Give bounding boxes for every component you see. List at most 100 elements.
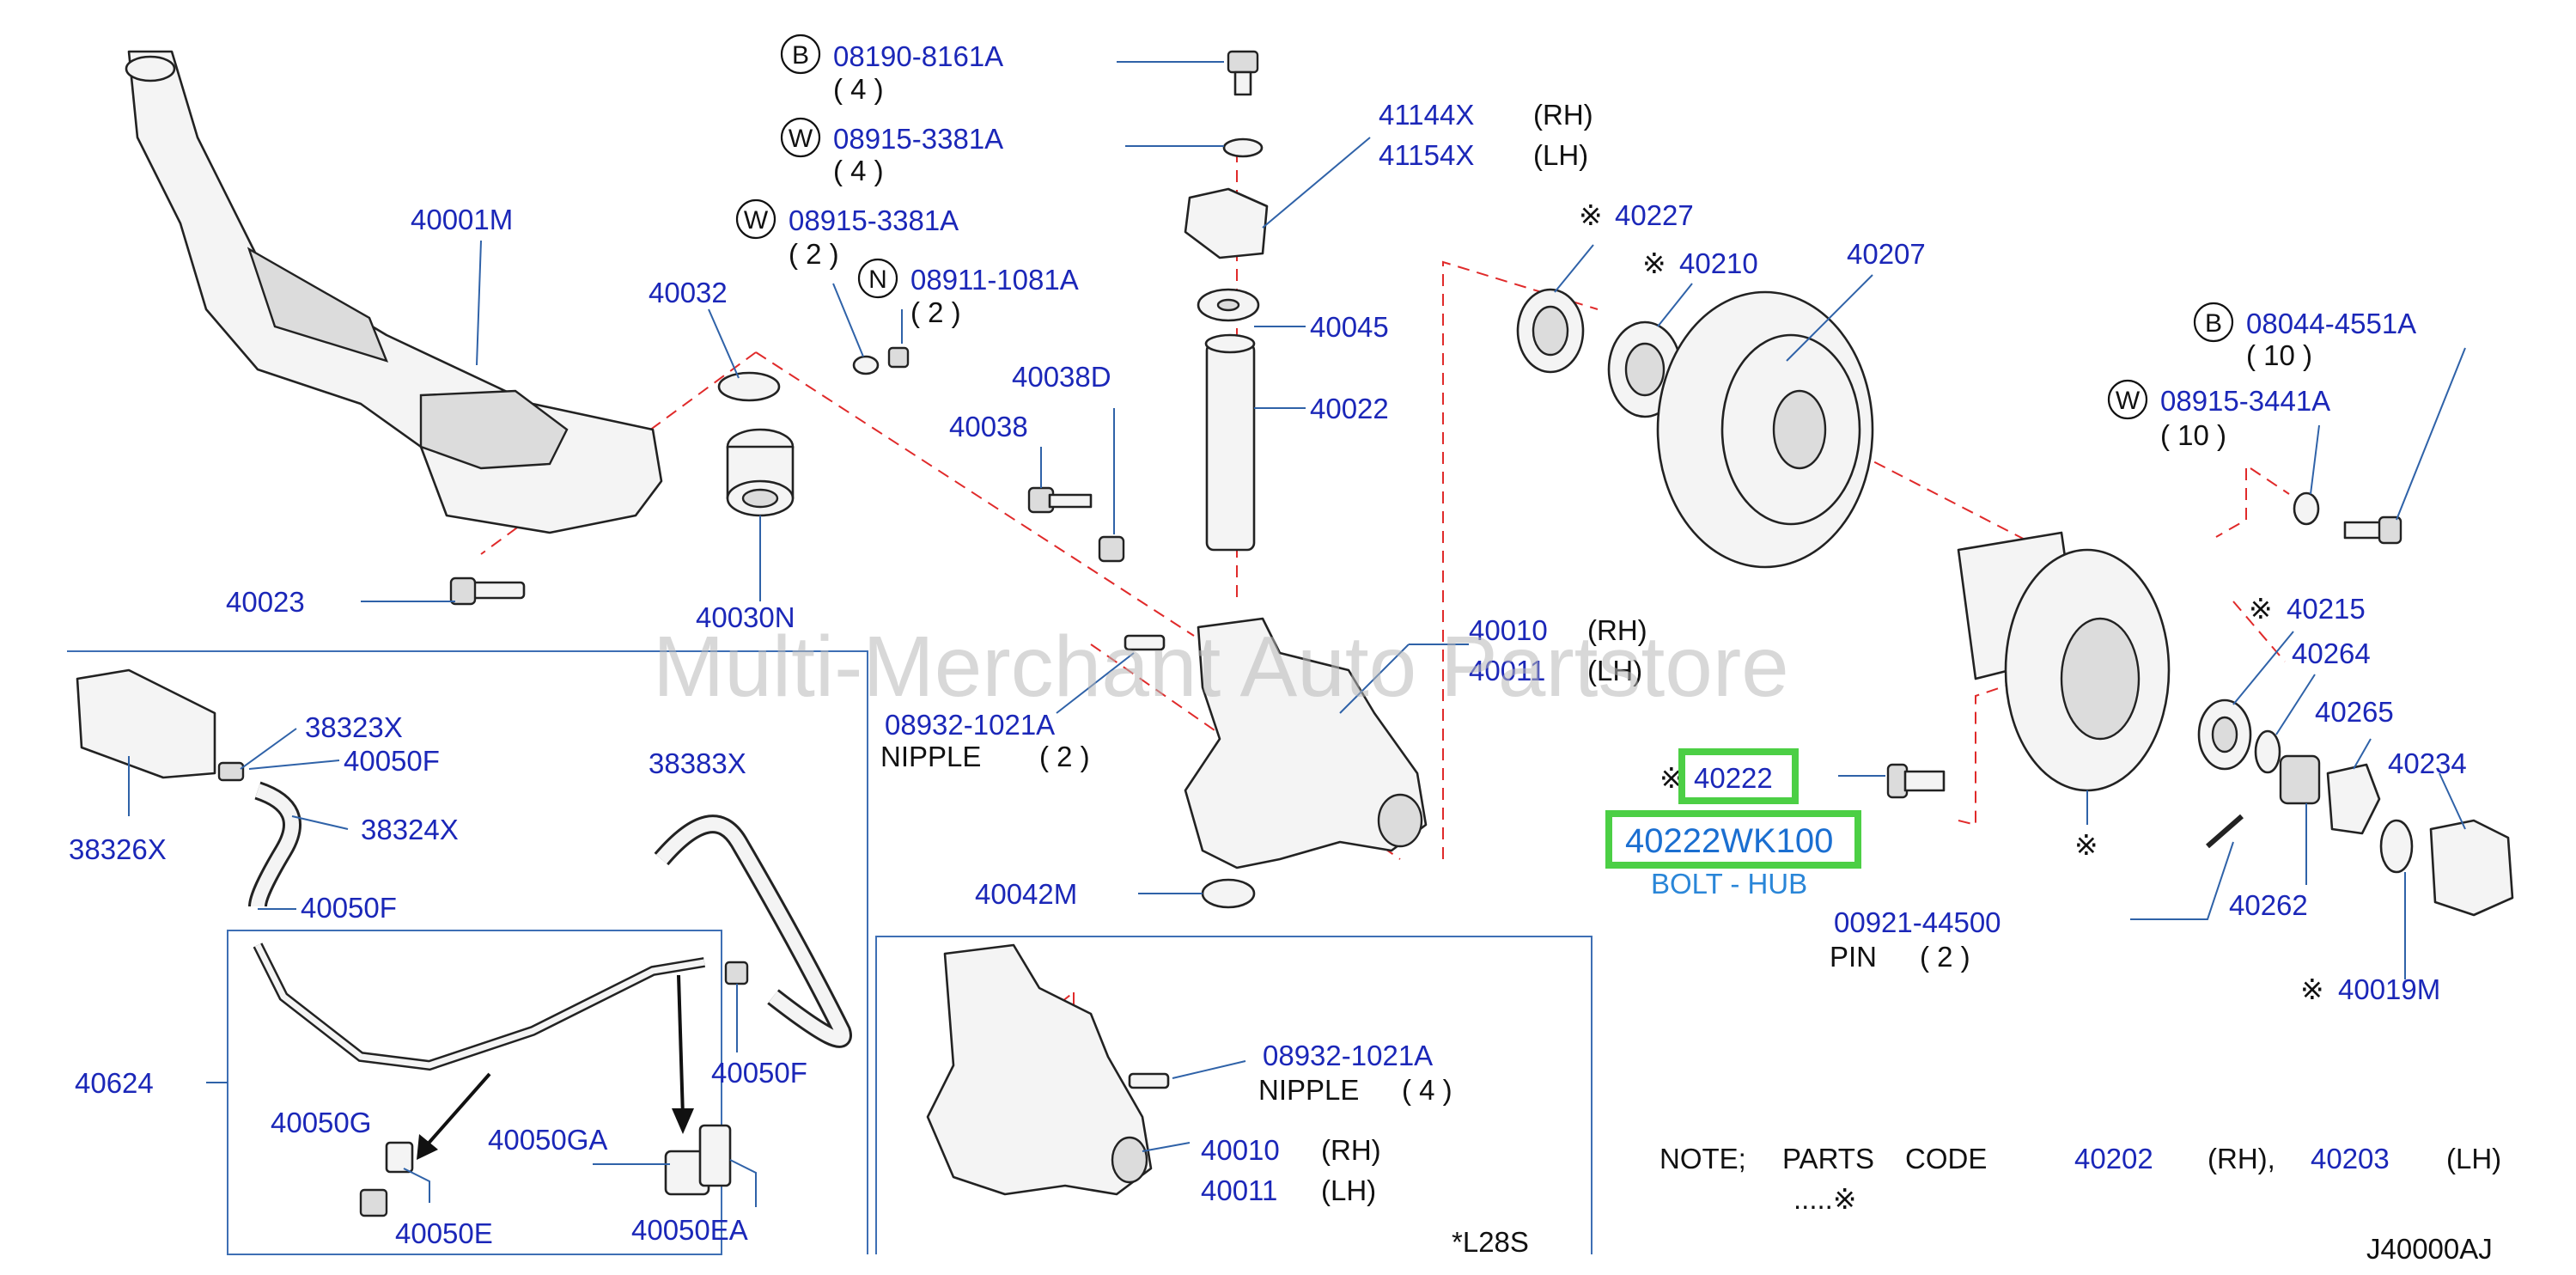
washer-08915 xyxy=(1222,137,1264,158)
label-40022[interactable]: 40022 xyxy=(1310,393,1389,424)
label-40010-rh[interactable]: 40010 xyxy=(1469,614,1548,646)
label-40050F-1[interactable]: 40050F xyxy=(344,745,440,777)
label-40215[interactable]: 40215 xyxy=(2287,593,2366,625)
label-38383X[interactable]: 38383X xyxy=(649,747,746,779)
svg-text:(RH),: (RH), xyxy=(2208,1143,2275,1174)
label-08044-4551A[interactable]: 08044-4551A xyxy=(2246,308,2416,339)
label-40222[interactable]: 40222 xyxy=(1694,762,1773,794)
svg-text:(LH): (LH) xyxy=(1533,139,1588,171)
label-40265[interactable]: 40265 xyxy=(2315,696,2394,728)
svg-text:W: W xyxy=(744,206,769,235)
hub-assembly xyxy=(1957,531,2171,792)
bolt-40023 xyxy=(449,576,526,606)
label-00921-44500[interactable]: 00921-44500 xyxy=(1834,906,2001,938)
svg-text:N: N xyxy=(868,265,887,294)
leader-lines xyxy=(128,61,2466,1207)
svg-text:※: ※ xyxy=(2300,973,2324,1005)
washer-08915-3441 xyxy=(2293,491,2320,526)
label-38323X[interactable]: 38323X xyxy=(305,711,403,743)
label-38326X[interactable]: 38326X xyxy=(69,833,167,865)
label-40050G[interactable]: 40050G xyxy=(271,1107,371,1138)
label-40234[interactable]: 40234 xyxy=(2388,747,2467,779)
label-41144X[interactable]: 41144X xyxy=(1379,99,1474,131)
label-40227[interactable]: 40227 xyxy=(1615,199,1694,231)
highlighted-part: ※ 40222 40222WK100 BOLT - HUB xyxy=(1605,748,1861,900)
svg-text:※: ※ xyxy=(1642,247,1666,279)
label-40010-rh-b[interactable]: 40010 xyxy=(1201,1134,1280,1166)
label-40050F-2[interactable]: 40050F xyxy=(301,892,397,924)
svg-text:CODE: CODE xyxy=(1905,1143,1987,1174)
oring-40019M xyxy=(2379,819,2414,874)
svg-text:(LH): (LH) xyxy=(1587,655,1642,686)
label-40001M[interactable]: 40001M xyxy=(411,204,513,235)
nipple-08932-a xyxy=(1124,634,1166,651)
svg-text:B: B xyxy=(792,41,809,70)
label-08915-3381A-b[interactable]: 08915-3381A xyxy=(789,204,959,236)
label-40030N[interactable]: 40030N xyxy=(696,601,795,633)
label-38324X[interactable]: 38324X xyxy=(361,814,459,845)
label-08915-3441A[interactable]: 08915-3441A xyxy=(2160,385,2330,417)
label-40050F-3[interactable]: 40050F xyxy=(711,1057,807,1089)
hose-38383X xyxy=(654,814,852,1048)
cap-40234 xyxy=(2429,819,2514,917)
label-40019M[interactable]: 40019M xyxy=(2338,973,2440,1005)
label-40210[interactable]: 40210 xyxy=(1679,247,1758,279)
note-code-lh[interactable]: 40203 xyxy=(2311,1143,2390,1174)
label-08911-1081A[interactable]: 08911-1081A xyxy=(910,264,1079,296)
label-08190-8161A[interactable]: 08190-8161A xyxy=(833,40,1003,72)
bolt-40038 xyxy=(1027,486,1093,514)
svg-text:(RH): (RH) xyxy=(1533,99,1593,131)
label-40262[interactable]: 40262 xyxy=(2229,889,2308,921)
label-40207[interactable]: 40207 xyxy=(1847,238,1926,270)
label-40050E[interactable]: 40050E xyxy=(395,1217,493,1249)
svg-text:※: ※ xyxy=(1579,199,1603,231)
diagram-code: J40000AJ xyxy=(2366,1233,2493,1265)
label-40050GA[interactable]: 40050GA xyxy=(488,1124,607,1156)
svg-text:( 2 ): ( 2 ) xyxy=(1920,941,1970,973)
svg-text:PARTS: PARTS xyxy=(1782,1143,1874,1174)
nut-40038D xyxy=(1098,535,1125,563)
svg-text:( 4 ): ( 4 ) xyxy=(1402,1074,1452,1106)
marker-w-3: W xyxy=(2107,379,2148,420)
label-40264[interactable]: 40264 xyxy=(2292,638,2371,669)
label-08915-3381A-a[interactable]: 08915-3381A xyxy=(833,123,1003,155)
svg-text:W: W xyxy=(2116,387,2141,415)
crossmember-40001M xyxy=(125,50,663,534)
kingpin-40022 xyxy=(1204,333,1256,552)
label-40038[interactable]: 40038 xyxy=(949,411,1028,442)
part-description: BOLT - HUB xyxy=(1651,868,1807,900)
seal-40227 xyxy=(1516,288,1585,374)
label-41154X[interactable]: 41154X xyxy=(1379,139,1474,171)
label-40045[interactable]: 40045 xyxy=(1310,311,1389,343)
label-40038D[interactable]: 40038D xyxy=(1012,361,1111,393)
label-40050EA[interactable]: 40050EA xyxy=(631,1214,748,1246)
note-code-rh[interactable]: 40202 xyxy=(2074,1143,2153,1174)
svg-text:B: B xyxy=(2205,309,2222,338)
svg-text:NIPPLE: NIPPLE xyxy=(1258,1074,1359,1106)
washer-40264 xyxy=(2254,729,2281,774)
knuckle-40010 xyxy=(1184,617,1428,869)
label-08932-1021A-a[interactable]: 08932-1021A xyxy=(885,709,1055,741)
marker-w-1: W xyxy=(780,117,821,158)
marker-b-1: B xyxy=(780,34,821,75)
bearing-40030N xyxy=(726,428,795,517)
svg-text:NOTE;: NOTE; xyxy=(1659,1143,1746,1174)
svg-text:NIPPLE: NIPPLE xyxy=(880,741,981,772)
label-40042M[interactable]: 40042M xyxy=(975,878,1077,910)
label-40011-lh[interactable]: 40011 xyxy=(1469,655,1545,686)
label-08932-1021A-b[interactable]: 08932-1021A xyxy=(1263,1040,1433,1071)
label-40023[interactable]: 40023 xyxy=(226,586,305,618)
svg-text:(LH): (LH) xyxy=(1321,1174,1376,1206)
svg-text:PIN: PIN xyxy=(1830,941,1877,973)
hose-38324X xyxy=(248,781,301,908)
clips-40050 xyxy=(359,961,749,1217)
section-frames xyxy=(67,650,1592,1255)
svg-text:※: ※ xyxy=(2074,829,2098,861)
label-40032[interactable]: 40032 xyxy=(649,277,728,308)
bolt-08044 xyxy=(2343,515,2402,545)
label-40624[interactable]: 40624 xyxy=(75,1067,154,1099)
part-number-40222WK100[interactable]: 40222WK100 xyxy=(1625,822,1833,860)
label-40011-lh-b[interactable]: 40011 xyxy=(1201,1174,1277,1206)
svg-text:( 2 ): ( 2 ) xyxy=(910,296,961,328)
